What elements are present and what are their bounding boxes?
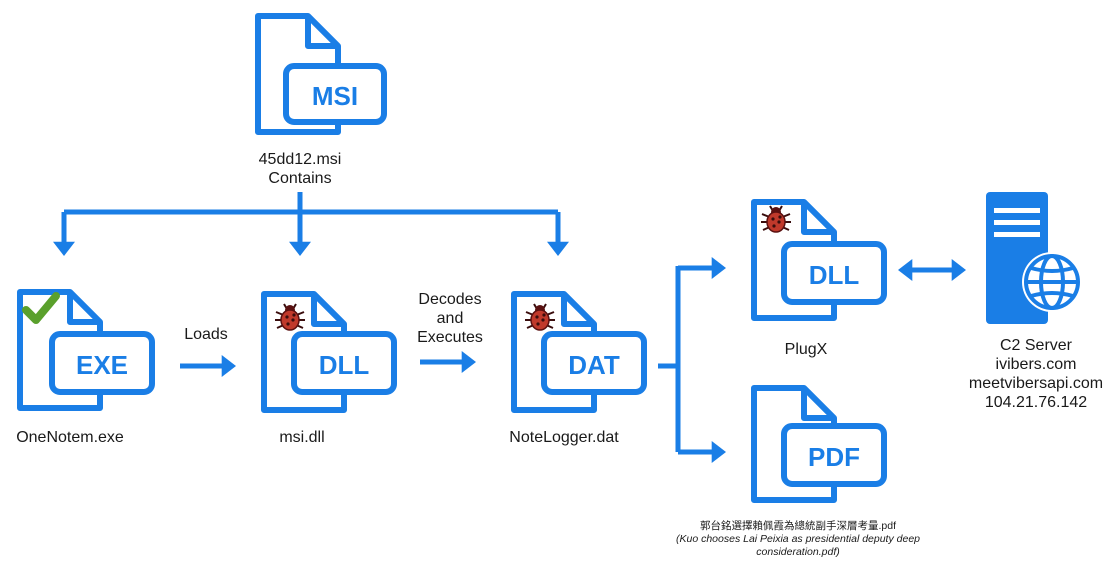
malware-bug-icon bbox=[275, 303, 305, 331]
malware-bug-icon bbox=[525, 303, 555, 331]
green-check-icon bbox=[22, 292, 60, 324]
msi-dll-badge-text: DLL bbox=[319, 350, 370, 380]
msi-dll-file-icon: DLL bbox=[261, 291, 397, 413]
executes-word: Executes bbox=[417, 329, 483, 346]
to-pdf-arrowhead bbox=[711, 441, 726, 463]
exe-file-node: EXE bbox=[14, 286, 164, 412]
plugx-badge-text: DLL bbox=[809, 260, 860, 290]
msi-file-icon: MSI bbox=[255, 13, 387, 135]
pdf-filename: 郭台銘選擇賴佩霞為總統副手深層考量.pdf bbox=[699, 520, 896, 532]
and-word: and bbox=[436, 310, 464, 327]
pdf-badge-text: PDF bbox=[808, 442, 860, 472]
decodes-arrowhead bbox=[461, 351, 476, 373]
exe-caption: OneNotem.exe bbox=[16, 429, 124, 446]
plugx-file-node: DLL bbox=[748, 196, 898, 322]
c2-domain-1: ivibers.com bbox=[995, 356, 1077, 373]
to-plugx-arrowhead bbox=[711, 257, 726, 279]
plugx-caption: PlugX bbox=[784, 341, 828, 358]
msi-caption: 45dd12.msi Contains bbox=[259, 150, 342, 188]
server-globe-icon bbox=[986, 192, 1082, 324]
c2-domain-2: meetvibersapi.com bbox=[968, 375, 1104, 392]
exe-file-icon: EXE bbox=[17, 289, 155, 411]
pdf-translation-line1: (Kuo chooses Lai Peixia as presidential … bbox=[676, 533, 920, 545]
loads-arrowhead bbox=[221, 355, 236, 377]
msi-filename: 45dd12.msi bbox=[258, 151, 342, 168]
msi-dll-node: DLL bbox=[258, 288, 408, 414]
to-dat-arrowhead bbox=[547, 241, 569, 256]
dat-caption: NoteLogger.dat bbox=[509, 429, 619, 446]
to-exe-arrowhead bbox=[53, 241, 75, 256]
dat-file-node: DAT bbox=[508, 288, 658, 414]
dat-badge-text: DAT bbox=[568, 350, 620, 380]
loads-edge-label: Loads bbox=[184, 326, 228, 343]
exe-badge-text: EXE bbox=[76, 350, 128, 380]
c2-server-node bbox=[978, 188, 1090, 328]
c2-link-left-arrowhead bbox=[898, 259, 913, 281]
dat-file-icon: DAT bbox=[511, 291, 647, 413]
c2-server-title: C2 Server bbox=[999, 337, 1073, 354]
msi-contains-label: Contains bbox=[268, 170, 332, 187]
pdf-caption: 郭台銘選擇賴佩霞為總統副手深層考量.pdf (Kuo chooses Lai P… bbox=[676, 520, 920, 559]
decodes-word: Decodes bbox=[418, 291, 482, 308]
pdf-file-node: PDF bbox=[748, 382, 898, 508]
to-dll-arrowhead bbox=[289, 241, 311, 256]
c2-link-right-arrowhead bbox=[951, 259, 966, 281]
c2-server-caption: C2 Server ivibers.com meetvibersapi.com … bbox=[969, 336, 1103, 412]
c2-ip-address: 104.21.76.142 bbox=[984, 394, 1088, 411]
msi-badge-text: MSI bbox=[312, 81, 358, 111]
pdf-translation-line2: consideration.pdf) bbox=[756, 546, 840, 558]
pdf-file-icon: PDF bbox=[751, 385, 887, 503]
decodes-edge-label: Decodes and Executes bbox=[417, 290, 483, 347]
plugx-file-icon: DLL bbox=[751, 199, 887, 321]
malware-bug-icon bbox=[761, 205, 791, 233]
msi-dll-caption: msi.dll bbox=[279, 429, 325, 446]
msi-file-node: MSI bbox=[252, 10, 392, 135]
